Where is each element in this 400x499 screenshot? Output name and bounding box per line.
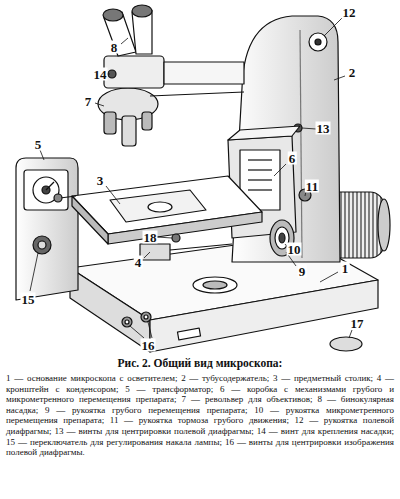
callout-number: 14: [93, 68, 108, 81]
callout-number: 4: [134, 256, 143, 269]
binocular-head: [103, 5, 244, 88]
callout-number: 18: [143, 231, 158, 244]
callout-number: 15: [21, 293, 36, 306]
callout-number: 1: [341, 262, 350, 275]
figure-title: Рис. 2. Общий вид микроскопа:: [0, 357, 400, 369]
callout-number: 17: [350, 317, 365, 330]
callout-number: 8: [110, 41, 119, 54]
callout-number: 9: [298, 265, 307, 278]
callout-number: 10: [287, 243, 302, 256]
callout-number: 12: [342, 6, 357, 19]
callout-number: 3: [96, 174, 105, 187]
callout-number: 5: [34, 138, 43, 151]
specimen-stage: [54, 176, 262, 244]
callout-number: 13: [316, 122, 331, 135]
figure-caption: 1 — основание микроскопа с осветителем; …: [6, 373, 394, 458]
callout-number: 7: [84, 95, 93, 108]
leader-lines: [30, 17, 352, 338]
objective-revolver: [98, 88, 244, 146]
callout-number: 2: [348, 66, 357, 79]
callout-number: 16: [141, 339, 156, 352]
transformer: [16, 158, 78, 300]
lens-cap: [330, 337, 362, 351]
callout-number: 6: [288, 152, 297, 165]
callout-number: 11: [305, 180, 319, 193]
centering-screws: [122, 312, 151, 327]
